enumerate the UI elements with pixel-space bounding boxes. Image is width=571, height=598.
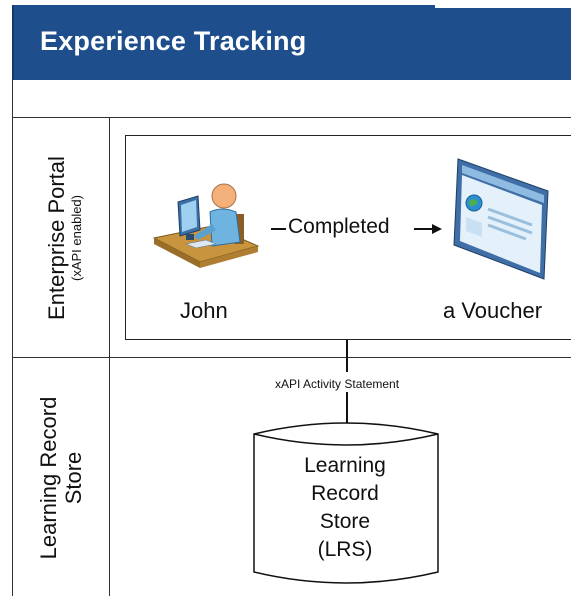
diagram-title: Experience Tracking xyxy=(40,26,307,56)
verb-label: Completed xyxy=(288,215,390,238)
verb-line-left xyxy=(271,228,286,230)
statement-label: xAPI Activity Statement xyxy=(275,377,400,391)
lrs-label-line4: (LRS) xyxy=(317,538,373,561)
person-at-desk-icon xyxy=(152,183,260,268)
lane-title-portal: Enterprise Portal xyxy=(44,156,69,320)
browser-window-icon xyxy=(453,158,549,280)
lane-title-lrs-line1: Learning Record xyxy=(36,396,61,560)
lane-subtitle-portal: (xAPI enabled) xyxy=(69,195,84,281)
lrs-database-cylinder xyxy=(253,422,439,584)
lrs-label: Learning Record Store (LRS) xyxy=(282,452,408,564)
lane-header-enterprise-portal: Enterprise Portal (xAPI enabled) xyxy=(12,118,110,358)
actor-label: John xyxy=(180,298,228,323)
statement-line-upper xyxy=(346,340,348,372)
lane-label-lrs: Learning Record Store xyxy=(36,358,88,598)
header-spacer-row xyxy=(12,80,571,118)
lane-header-lrs: Learning Record Store xyxy=(12,358,110,596)
object-label: a Voucher xyxy=(443,298,543,323)
lane-title-lrs-line2: Store xyxy=(61,451,86,505)
title-bar: Experience Tracking xyxy=(12,5,571,80)
lrs-label-line3: Store xyxy=(319,510,371,533)
lane-divider xyxy=(110,357,571,358)
title-tab xyxy=(435,0,571,8)
lrs-label-line1: Learning xyxy=(304,454,386,477)
verb-arrow xyxy=(414,224,442,234)
portal-activity-box xyxy=(125,135,571,340)
lane-label-portal: Enterprise Portal (xAPI enabled) xyxy=(44,118,84,358)
lrs-label-line2: Record xyxy=(311,482,379,505)
